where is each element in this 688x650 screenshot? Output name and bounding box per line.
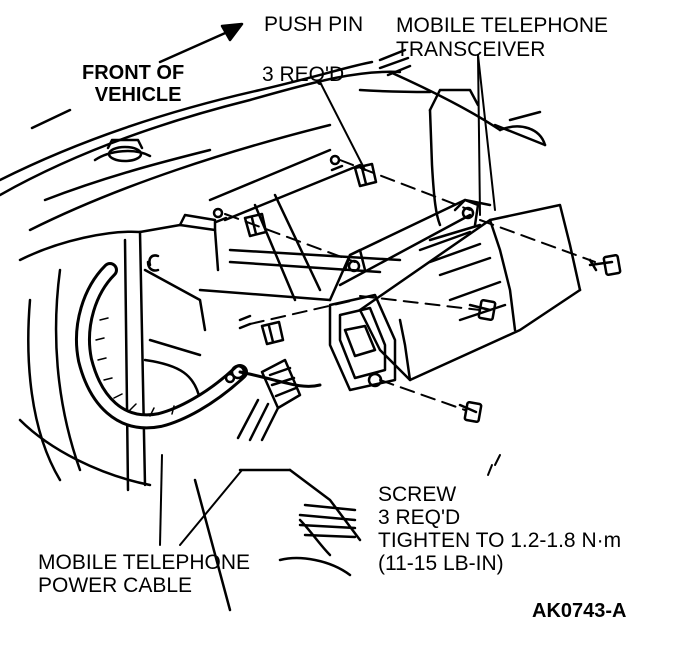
leader-lines <box>159 54 501 546</box>
cable-line-2: POWER CABLE <box>38 574 193 597</box>
transceiver-label: MOBILE TELEPHONE TRANSCEIVER <box>396 14 608 62</box>
transceiver-unit <box>358 203 582 382</box>
figure-id: AK0743-A <box>532 601 626 621</box>
push-pin-1 <box>329 154 378 188</box>
wiring-harness <box>193 468 362 612</box>
push-pin-qty-text: 3 REQ'D <box>262 63 345 86</box>
cable-line-1: MOBILE TELEPHONE <box>38 551 251 574</box>
transceiver-bracket <box>328 198 492 302</box>
screw-label: SCREW 3 REQ'D TIGHTEN TO 1.2-1.8 N·m (11… <box>378 483 621 575</box>
screw-3 <box>458 400 483 424</box>
figure-id-text: AK0743-A <box>532 600 627 622</box>
push-pin-title: PUSH PIN <box>264 13 364 36</box>
transceiver-line-2: TRANSCEIVER <box>396 38 546 61</box>
push-pin-label: PUSH PIN <box>264 14 363 35</box>
cable-connector <box>236 358 302 442</box>
screw-line-2: 3 REQ'D <box>378 506 461 529</box>
push-pin-3 <box>238 314 285 346</box>
front-of-vehicle-label: FRONT OF VEHICLE <box>82 62 184 106</box>
push-pin-2 <box>212 207 268 238</box>
front-line-2: VEHICLE <box>94 84 182 106</box>
screw-2 <box>468 298 497 322</box>
power-cable-label: MOBILE TELEPHONE POWER CABLE <box>38 551 250 597</box>
transceiver-connector <box>328 293 397 392</box>
front-line-1: FRONT OF <box>82 62 185 84</box>
front-direction-arrow <box>30 22 244 130</box>
screw-line-4: (11-15 LB-IN) <box>378 552 504 575</box>
screw-line-1: SCREW <box>378 483 457 506</box>
alignment-lines <box>224 159 596 411</box>
cowl-panel <box>0 48 502 232</box>
left-bracket <box>18 213 220 492</box>
screw-1 <box>588 253 622 277</box>
transceiver-line-1: MOBILE TELEPHONE <box>396 14 609 37</box>
power-cable <box>75 262 322 430</box>
push-pin-quantity: 3 REQ'D <box>262 64 344 85</box>
upper-panel <box>428 88 547 227</box>
screw-line-3: TIGHTEN TO 1.2-1.8 N·m <box>378 529 622 552</box>
